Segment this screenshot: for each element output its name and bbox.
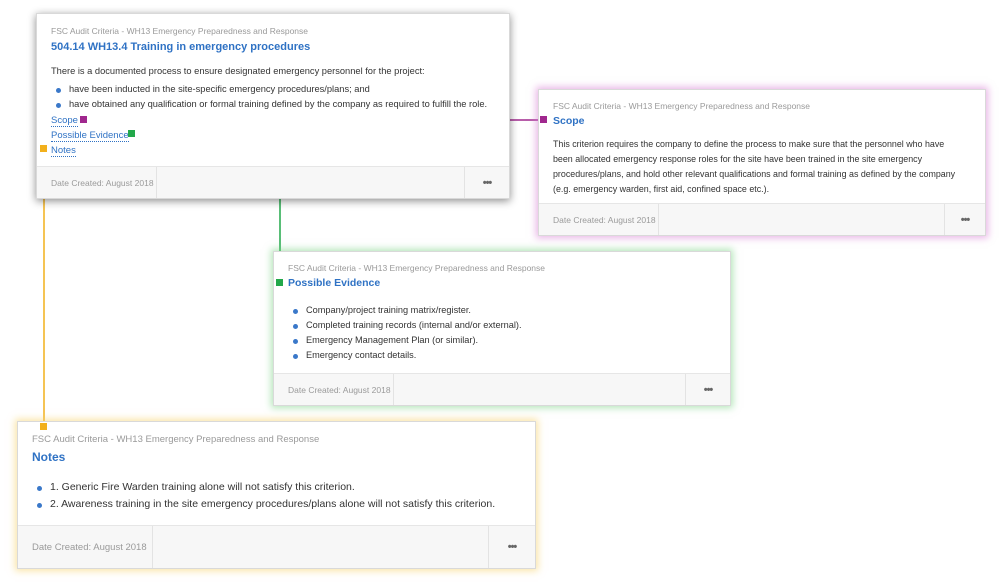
list-item: 1. Generic Fire Warden training alone wi… (32, 479, 495, 496)
criterion-intro: There is a documented process to ensure … (51, 66, 425, 76)
breadcrumb: FSC Audit Criteria - WH13 Emergency Prep… (32, 434, 320, 445)
scope-link[interactable]: Scope (51, 115, 78, 127)
card-footer: Date Created: August 2018 ••• (274, 373, 730, 405)
card-footer: Date Created: August 2018 ••• (539, 203, 985, 235)
notes-link[interactable]: Notes (51, 145, 76, 157)
evidence-connector-end-marker (276, 279, 283, 286)
evidence-bullet-list: Company/project training matrix/register… (288, 303, 522, 363)
list-item: Company/project training matrix/register… (288, 303, 522, 318)
list-item: Completed training records (internal and… (288, 318, 522, 333)
scope-connector-end-marker (540, 116, 547, 123)
card-footer: Date Created: August 2018 ••• (18, 525, 535, 568)
breadcrumb: FSC Audit Criteria - WH13 Emergency Prep… (51, 26, 309, 36)
scope-connector-start-marker (80, 116, 87, 123)
notes-title: Notes (32, 450, 66, 464)
possible-evidence-card: FSC Audit Criteria - WH13 Emergency Prep… (273, 251, 731, 406)
list-item: Emergency contact details. (288, 348, 522, 363)
list-item: have obtained any qualification or forma… (51, 97, 487, 112)
more-options-button[interactable]: ••• (944, 204, 985, 235)
list-item: have been inducted in the site-specific … (51, 82, 487, 97)
date-created: Date Created: August 2018 (539, 204, 659, 235)
scope-line: been allocated emergency response roles … (553, 154, 923, 164)
card-footer: Date Created: August 2018 ••• (37, 166, 509, 198)
notes-connector-start-marker (40, 145, 47, 152)
evidence-connector-start-marker (128, 130, 135, 137)
page-title: 504.14 WH13.4 Training in emergency proc… (51, 41, 311, 53)
date-created: Date Created: August 2018 (37, 167, 157, 198)
date-created: Date Created: August 2018 (18, 526, 153, 568)
scope-line: This criterion requires the company to d… (553, 139, 945, 149)
more-options-button[interactable]: ••• (488, 526, 535, 568)
scope-card: FSC Audit Criteria - WH13 Emergency Prep… (538, 89, 986, 236)
main-criterion-card: FSC Audit Criteria - WH13 Emergency Prep… (36, 13, 510, 199)
breadcrumb: FSC Audit Criteria - WH13 Emergency Prep… (553, 101, 811, 111)
possible-evidence-link[interactable]: Possible Evidence (51, 130, 129, 142)
scope-line: (e.g. emergency warden, first aid, confi… (553, 184, 770, 194)
list-item: Emergency Management Plan (or similar). (288, 333, 522, 348)
more-options-button[interactable]: ••• (685, 374, 730, 405)
possible-evidence-title: Possible Evidence (288, 277, 381, 289)
notes-card: FSC Audit Criteria - WH13 Emergency Prep… (17, 421, 536, 569)
scope-line: procedures/plans, and hold other relevan… (553, 169, 956, 179)
more-options-button[interactable]: ••• (464, 167, 509, 198)
date-created: Date Created: August 2018 (274, 374, 394, 405)
list-item: 2. Awareness training in the site emerge… (32, 496, 495, 513)
scope-description: This criterion requires the company to d… (553, 137, 955, 197)
breadcrumb: FSC Audit Criteria - WH13 Emergency Prep… (288, 263, 546, 273)
criterion-bullet-list: have been inducted in the site-specific … (51, 82, 487, 112)
scope-title: Scope (553, 115, 585, 127)
notes-bullet-list: 1. Generic Fire Warden training alone wi… (32, 479, 495, 513)
notes-connector-end-marker (40, 423, 47, 430)
